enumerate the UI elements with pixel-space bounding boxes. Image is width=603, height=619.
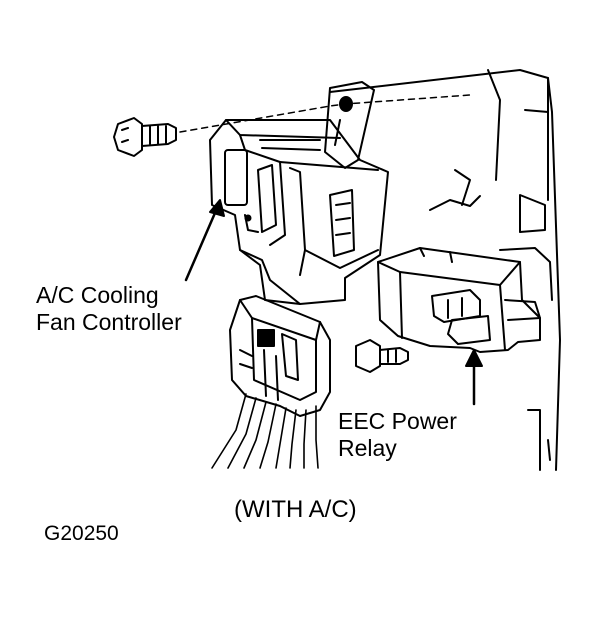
eec-relay-label-line1: EEC Power bbox=[338, 408, 457, 434]
fan-controller-label-line2: Fan Controller bbox=[36, 309, 182, 335]
mounting-screw-lower bbox=[355, 339, 409, 373]
alignment-line bbox=[179, 94, 471, 133]
mounting-screw-top bbox=[113, 117, 177, 157]
figure-code: G20250 bbox=[44, 522, 119, 545]
mounting-panel bbox=[329, 69, 561, 471]
eec-relay-module bbox=[377, 247, 541, 353]
eec-relay-label-line2: Relay bbox=[338, 435, 397, 461]
fan-controller-label: A/C Cooling Fan Controller bbox=[36, 284, 182, 338]
wire-bundle bbox=[211, 393, 319, 469]
eec-relay-label: EEC Power Relay bbox=[338, 410, 457, 464]
harness-connector bbox=[229, 295, 331, 417]
fan-controller-label-line1: A/C Cooling bbox=[36, 282, 159, 308]
condition-caption: (WITH A/C) bbox=[234, 496, 357, 523]
fan-controller-leader-arrow bbox=[184, 199, 225, 282]
mounting-bracket bbox=[324, 81, 375, 169]
eec-relay-leader-arrow bbox=[465, 349, 483, 406]
